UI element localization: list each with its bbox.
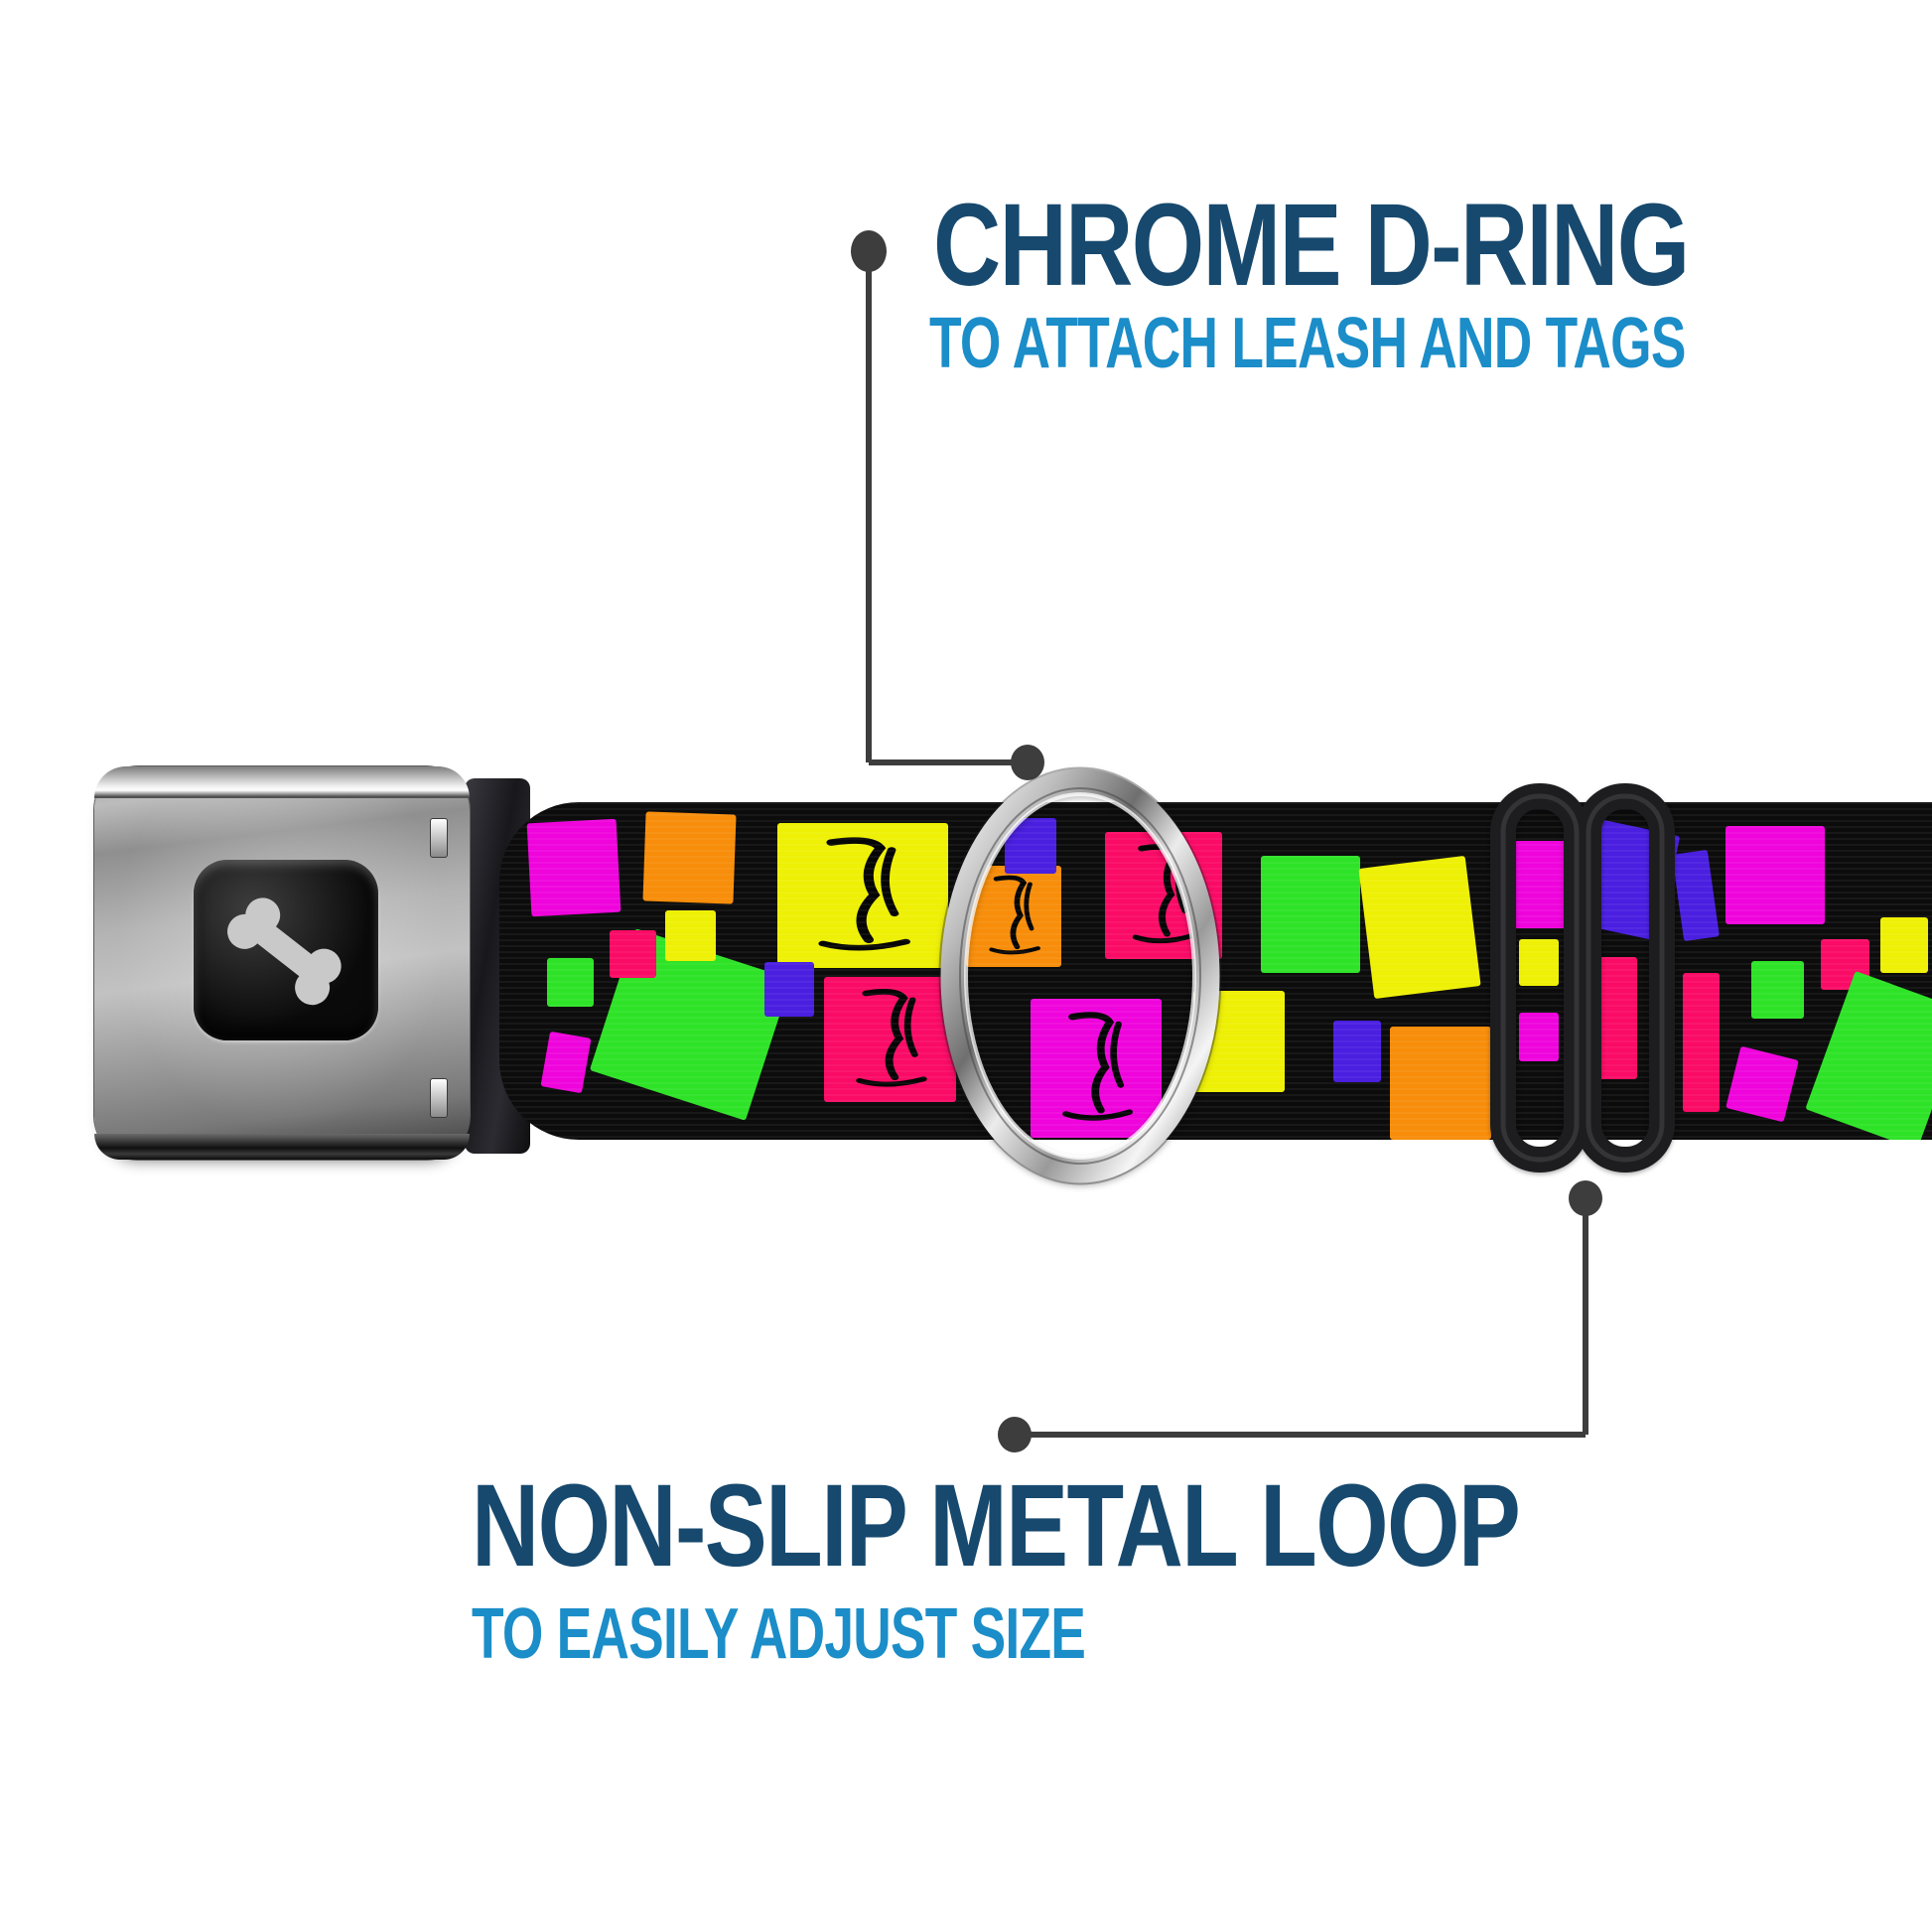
pattern-square-magenta [1725,826,1825,924]
marker-scribble [818,837,910,951]
buckle-release-slot-bottom [430,1078,448,1118]
subheading-attach-leash: TO ATTACH LEASH AND TAGS [929,308,1932,379]
pattern-square-pink [1683,973,1720,1112]
pattern-square-pink [610,930,656,978]
pattern-square-yellow [1358,855,1481,1000]
pattern-square-magenta [1725,1045,1799,1123]
subheading-adjust-size: TO EASILY ADJUST SIZE [472,1598,1301,1670]
callout-hline-loop [1015,1432,1586,1438]
callout-vline-loop [1583,1198,1588,1435]
subheading-adjust-size-text: TO EASILY ADJUST SIZE [472,1594,1086,1674]
pattern-square-blue [1333,1021,1381,1082]
heading-metal-loop-text: NON-SLIP METAL LOOP [472,1460,1521,1591]
pattern-square-green [1751,961,1804,1019]
pattern-square-green [1261,856,1360,973]
seatbelt-buckle [94,766,470,1160]
pattern-square-yellow [665,910,716,961]
pattern-square-magenta [1031,999,1162,1138]
pattern-square-magenta [540,1031,592,1094]
pattern-square-yellow [1880,917,1928,973]
collar-strap [499,802,1932,1140]
pattern-square-magenta [1519,1013,1559,1061]
subheading-attach-leash-text: TO ATTACH LEASH AND TAGS [929,304,1686,383]
pattern-square-green [1805,970,1932,1140]
chrome-d-ring [938,766,1222,1185]
pattern-square-magenta [526,818,621,917]
marker-scribble [1061,1012,1133,1121]
pattern-square-orange [642,811,737,904]
pattern-square-yellow [1519,939,1559,986]
marker-scribble [988,875,1040,955]
pattern-square-pink [824,977,956,1102]
non-slip-metal-loop [1490,783,1675,1173]
pattern-square-orange [1390,1027,1491,1140]
pattern-square-yellow [777,823,948,968]
pattern-square-blue [764,962,814,1017]
callout-vline-dring [866,251,872,762]
callout-dot-loop-end [998,1417,1032,1452]
heading-chrome-d-ring-text: CHROME D-RING [933,180,1690,311]
pattern-square-green [547,958,594,1007]
callout-hline-dring [869,759,1030,765]
buckle-release-slot-top [430,818,448,858]
buckle-center-inset [194,860,378,1040]
heading-metal-loop: NON-SLIP METAL LOOP [472,1467,1781,1585]
callout-dot-dring-end [1011,745,1044,780]
dog-bone-icon [227,897,342,1006]
marker-scribble [855,989,927,1087]
heading-chrome-d-ring: CHROME D-RING [933,187,1877,304]
